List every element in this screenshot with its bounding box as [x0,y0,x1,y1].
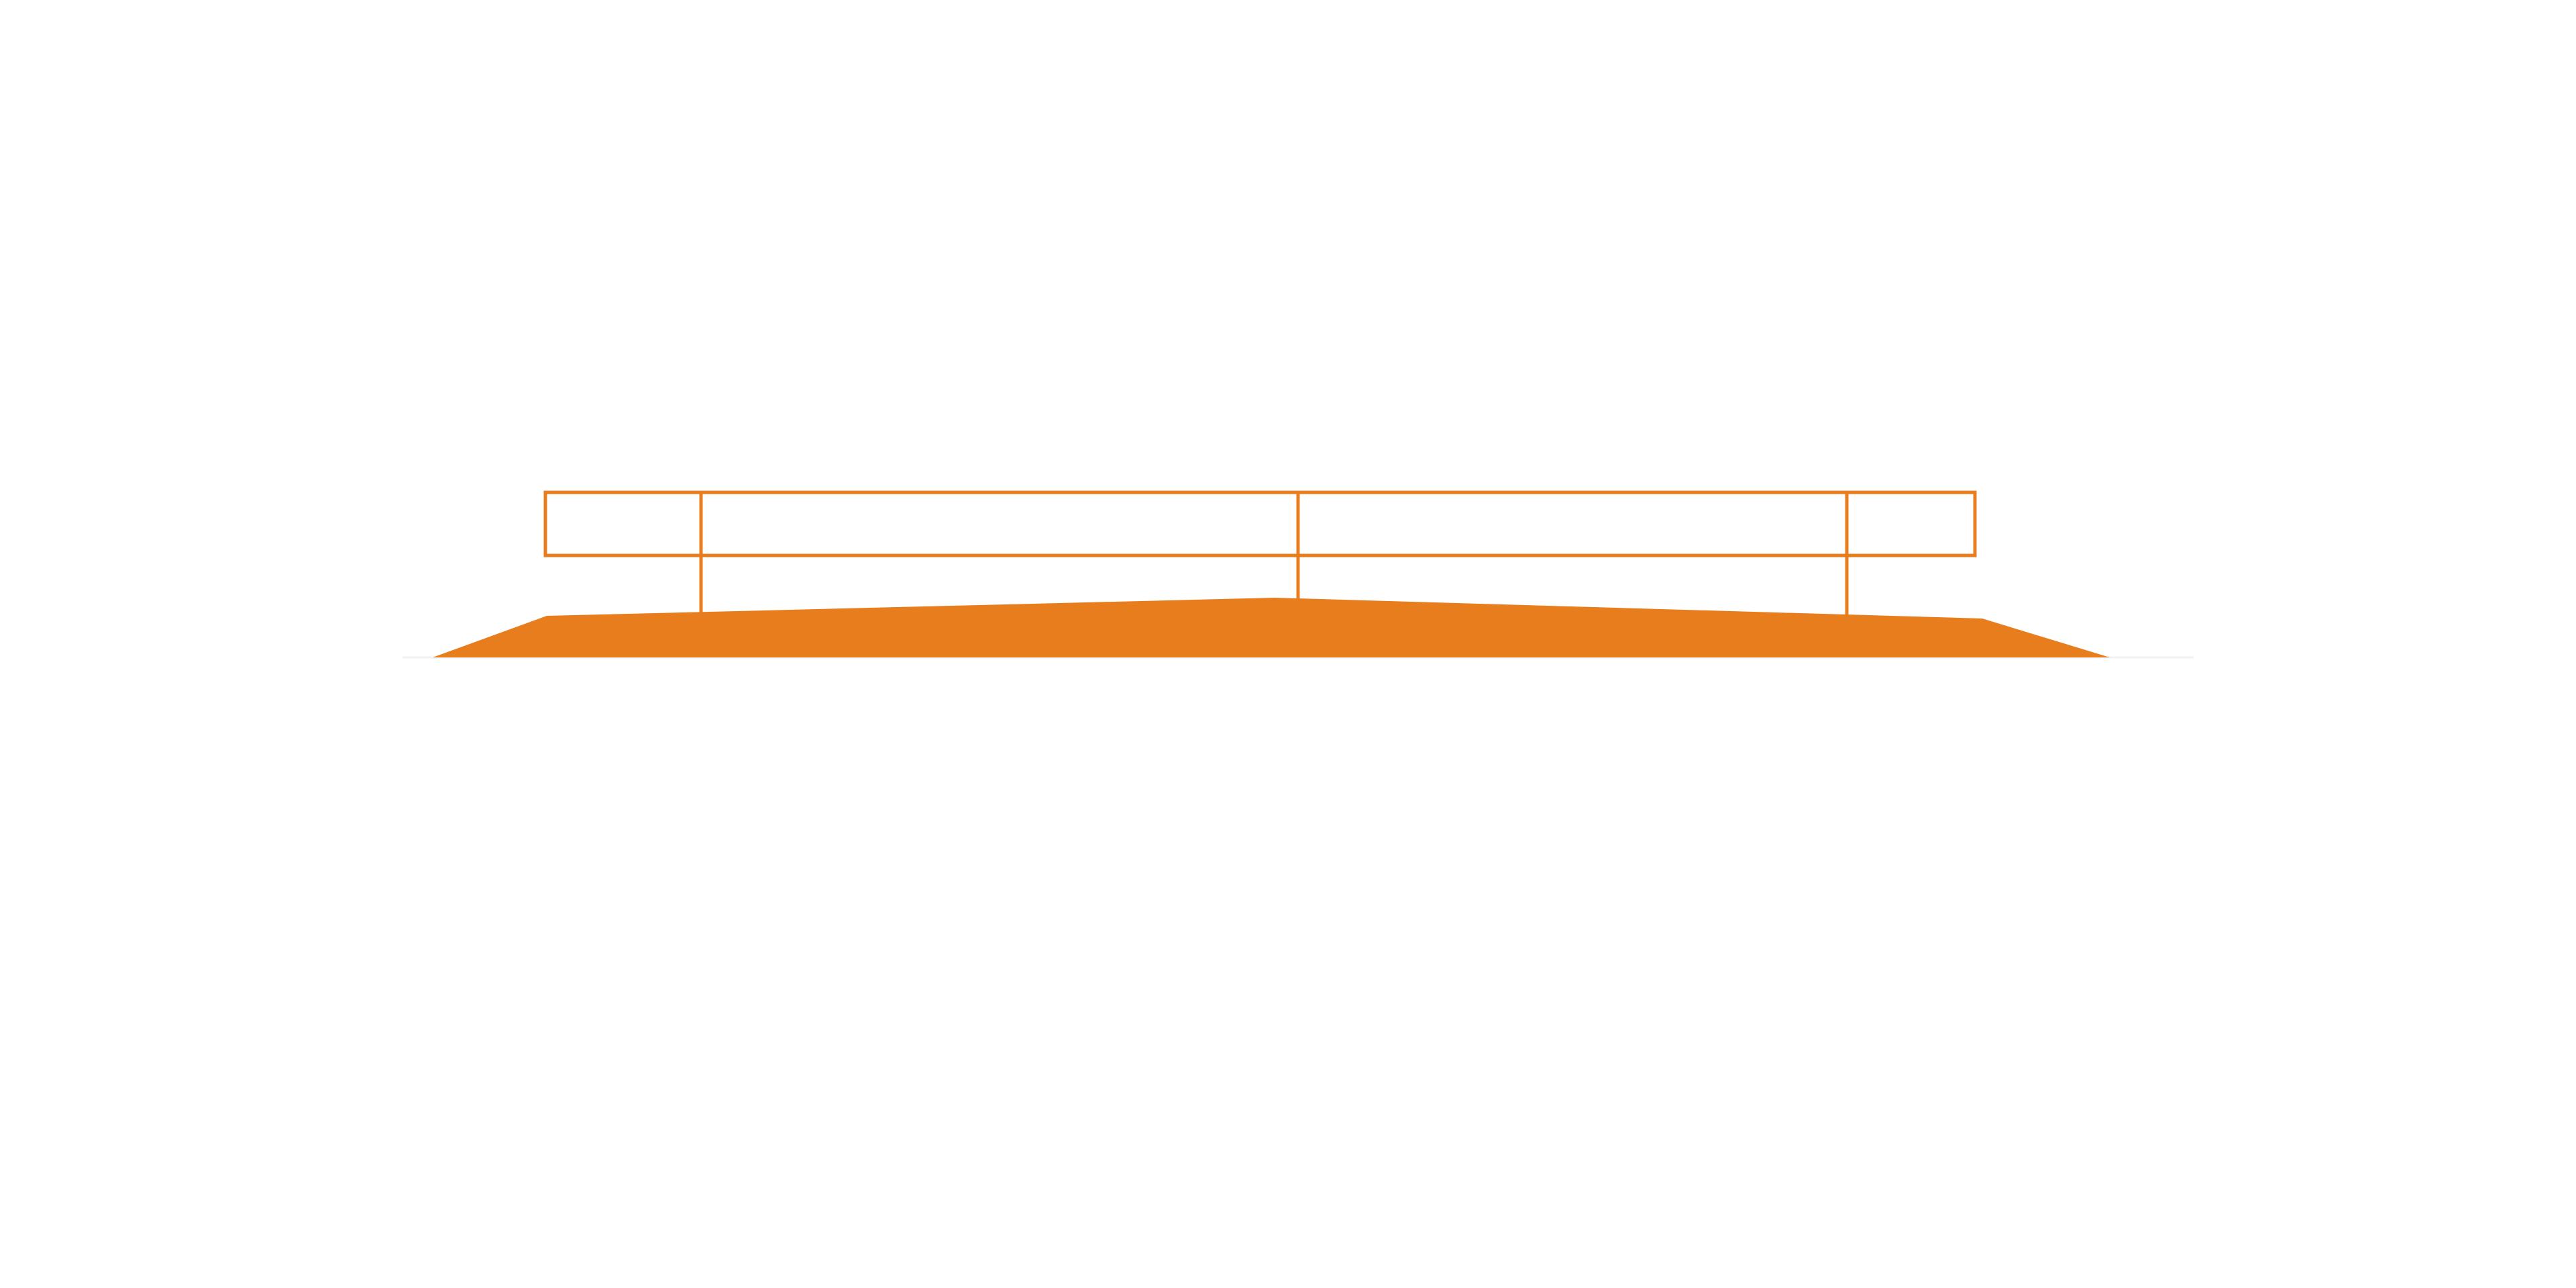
frame-outline [543,490,1977,557]
embankment [433,598,2110,657]
